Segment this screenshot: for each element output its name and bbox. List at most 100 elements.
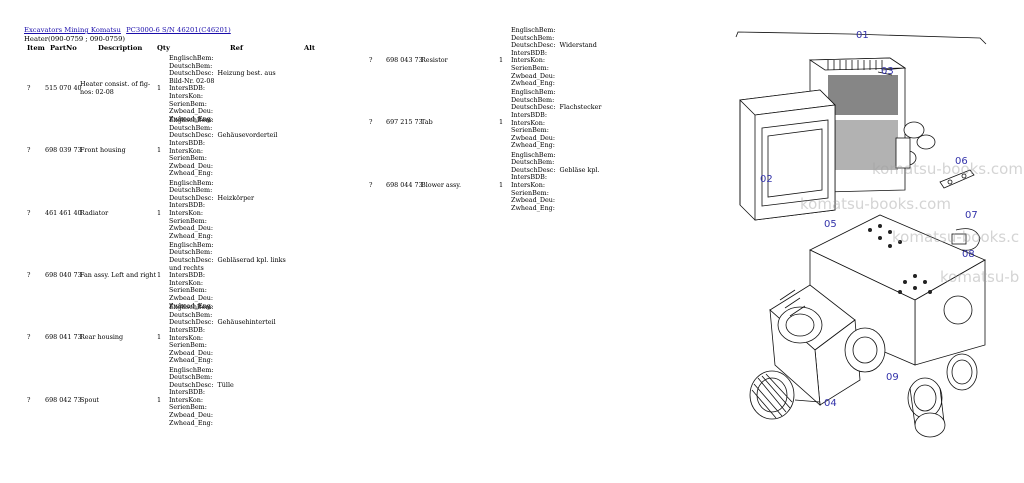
ref-label: DeutschDesc: xyxy=(511,41,556,50)
col-header-description: Description xyxy=(98,44,143,52)
ref-label: Zwbead_Deu: xyxy=(169,107,214,116)
ref-value-german-desc: Gehäusehinterteil xyxy=(217,318,276,327)
ref-label: IntersKon: xyxy=(169,208,204,217)
part-number-cell: 698 043 73 xyxy=(386,56,423,64)
ref-line: Zwhead_Eng: xyxy=(511,142,633,150)
breadcrumb-link-category[interactable]: Excavators Mining Komatsu xyxy=(24,26,121,34)
ref-line: DeutschBem: xyxy=(169,311,291,320)
breadcrumb-link-model[interactable]: PC3000-6 S/N 46201(C46201) xyxy=(126,26,231,34)
part-ref-block: EnglischBem:DeutschBem:DeutschDesc: Gehä… xyxy=(169,303,291,365)
ref-label: IntersKon: xyxy=(511,118,546,127)
blower-part xyxy=(769,284,886,406)
part-description-cell: Heater consist. of fig-nos: 02-08 xyxy=(80,80,151,96)
ref-line: IntersKon: xyxy=(169,334,291,343)
col-header-partno: PartNo xyxy=(50,44,77,52)
ref-label: SerienBem: xyxy=(511,126,549,135)
part-item-cell: ? xyxy=(369,56,373,64)
ref-line: EnglischBem: xyxy=(511,88,633,97)
ref-label: IntersBDB: xyxy=(169,388,205,397)
ref-value-german-desc: Gebläserad kpl. links und rechts xyxy=(169,256,286,272)
ref-line: Zwbead_Deu: xyxy=(169,224,291,233)
callout-07: 07 xyxy=(965,210,978,221)
callout-line-01 xyxy=(735,31,987,45)
ref-line: EnglischBem: xyxy=(169,366,291,375)
ref-line: SerienBem: xyxy=(169,404,291,412)
ref-line: SerienBem: xyxy=(511,64,633,73)
ref-label: DeutschDesc: xyxy=(511,165,556,174)
ref-line: Zwbead_Deu: xyxy=(169,294,291,303)
ref-label: DeutschDesc: xyxy=(169,256,214,265)
ref-label: IntersBDB: xyxy=(169,271,205,280)
ref-label: EnglischBem: xyxy=(511,26,556,34)
ref-label: IntersBDB: xyxy=(169,325,205,334)
part-description-cell: Radiator xyxy=(80,208,109,217)
ref-line: IntersBDB: xyxy=(169,85,291,93)
page-subtitle: Heater(090-0759 ; 090-0759) xyxy=(24,35,126,43)
ref-label: IntersBDB: xyxy=(511,48,547,57)
ref-line: Zwhead_Eng: xyxy=(511,79,633,88)
ref-line: IntersKon: xyxy=(169,91,291,101)
ref-label: DeutschDesc: xyxy=(169,69,214,78)
ref-label: Zwhead_Eng: xyxy=(169,356,213,365)
ref-label: DeutschBem: xyxy=(169,248,213,257)
ref-value-german-desc: Gebläse kpl. xyxy=(559,165,600,174)
part-description-cell: Tab xyxy=(421,118,433,127)
ref-line: Zwbead_Deu: xyxy=(511,196,633,205)
ref-label: Zwhead_Eng: xyxy=(169,114,213,123)
ref-line: IntersBDB: xyxy=(511,48,633,58)
ref-label: Zwbead_Deu: xyxy=(511,133,556,142)
ref-label: IntersKon: xyxy=(169,395,204,404)
ref-line: Zwbead_Deu: xyxy=(169,349,291,358)
ref-line: DeutschDesc: Gehäusevorderteil xyxy=(169,132,291,140)
part-description-cell: Blower assy. xyxy=(421,180,462,189)
ref-label: EnglischBem: xyxy=(511,88,556,97)
front-housing-part xyxy=(739,89,836,221)
part-qty-cell: 1 xyxy=(499,56,504,64)
part-item-cell: ? xyxy=(27,270,31,279)
ref-label: Zwhead_Eng: xyxy=(511,203,555,212)
ref-label: DeutschDesc: xyxy=(511,103,556,112)
ref-line: Zwhead_Eng: xyxy=(169,170,291,178)
ref-line: DeutschDesc: Gebläse kpl. xyxy=(511,165,633,175)
ref-line: DeutschBem: xyxy=(169,62,291,71)
ref-label: IntersBDB: xyxy=(511,111,547,120)
tab-part xyxy=(939,169,975,189)
ref-line: EnglischBem: xyxy=(169,54,291,63)
ref-label: EnglischBem: xyxy=(169,54,214,62)
ref-line: Zwhead_Eng: xyxy=(169,419,291,428)
ref-line: DeutschDesc: Flachstecker xyxy=(511,104,633,112)
part-ref-block: EnglischBem:DeutschBem:DeutschDesc: Heiz… xyxy=(169,179,291,241)
ref-label: IntersKon: xyxy=(169,91,204,100)
ref-line: SerienBem: xyxy=(169,341,291,350)
ref-line: DeutschDesc: Widerstand xyxy=(511,41,633,50)
ref-line: IntersKon: xyxy=(169,208,291,218)
ref-line: DeutschBem: xyxy=(169,249,291,257)
ref-label: EnglischBem: xyxy=(169,240,214,249)
ref-label: DeutschBem: xyxy=(169,186,213,195)
ref-label: DeutschBem: xyxy=(511,95,555,104)
callout-05: 05 xyxy=(824,219,837,230)
ref-label: DeutschDesc: xyxy=(169,131,214,140)
part-qty-cell: 1 xyxy=(157,84,162,92)
ref-label: EnglischBem: xyxy=(169,116,214,125)
ref-label: Zwhead_Eng: xyxy=(511,79,555,88)
part-description-cell: Resistor xyxy=(421,56,448,64)
ref-line: SerienBem: xyxy=(511,189,633,198)
col-header-ref: Ref xyxy=(230,44,243,52)
part-description-cell: Fan assy. Left and right xyxy=(80,270,157,279)
callout-01: 01 xyxy=(856,30,869,41)
ref-value-german-desc: Flachstecker xyxy=(559,103,602,112)
ref-label: Zwbead_Deu: xyxy=(169,411,214,420)
fan-wheel-part xyxy=(749,370,821,420)
ref-label: SerienBem: xyxy=(169,286,207,295)
ref-line: IntersKon: xyxy=(169,279,291,288)
ref-line: Zwbead_Deu: xyxy=(169,411,291,420)
part-number-cell: 698 042 73 xyxy=(45,395,82,404)
part-description-cell: Spout xyxy=(80,395,100,404)
callout-03: 03 xyxy=(881,66,894,77)
part-qty-cell: 1 xyxy=(157,333,162,342)
ref-value-german-desc: Widerstand xyxy=(559,41,597,50)
ref-line: IntersKon: xyxy=(511,181,633,190)
col-header-alt: Alt xyxy=(304,44,315,52)
callout-04: 04 xyxy=(824,398,837,409)
